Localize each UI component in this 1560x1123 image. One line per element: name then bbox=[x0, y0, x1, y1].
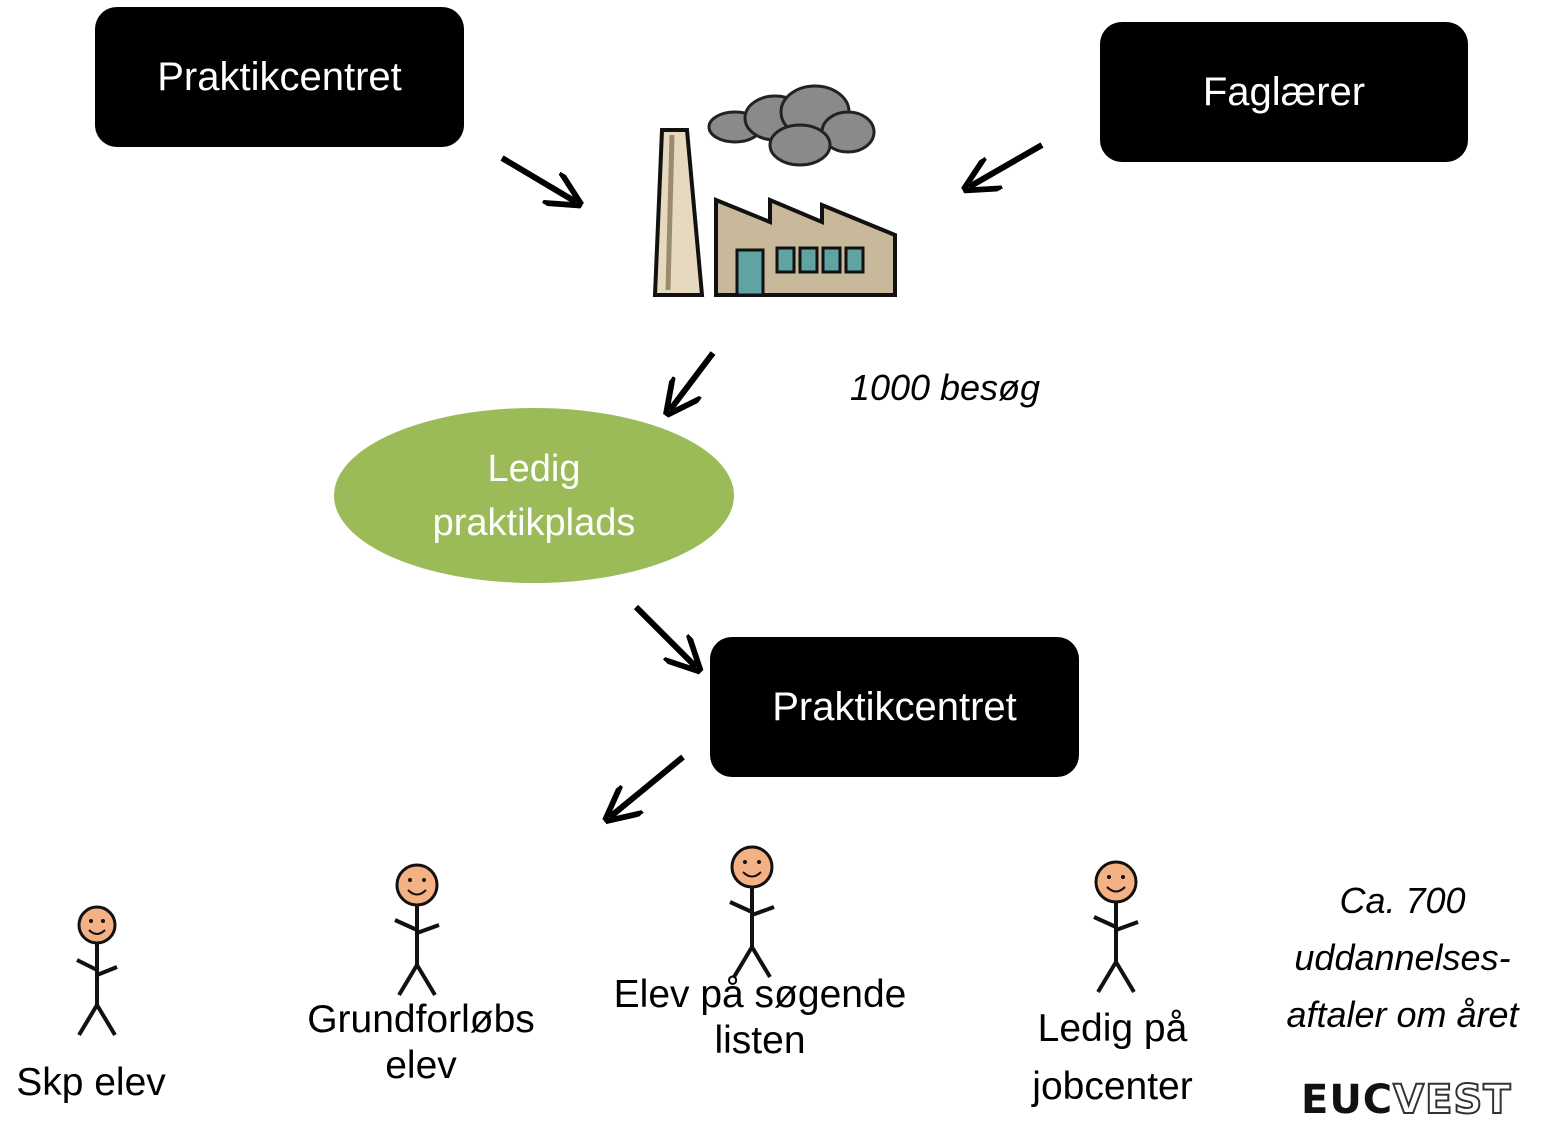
visits-annotation: 1000 besøg bbox=[849, 367, 1041, 408]
person-icon bbox=[729, 845, 775, 979]
person-label-grundforlobs: Grundforløbs elev bbox=[285, 997, 557, 1089]
person-icon bbox=[1093, 860, 1139, 994]
faglaerer-label: Faglærer bbox=[1202, 69, 1366, 114]
logo-part1: EUC bbox=[1301, 1077, 1394, 1123]
arrow-faglaerer-to-factory bbox=[969, 142, 1044, 187]
agreements-line1: Ca. 700 bbox=[1339, 880, 1466, 921]
praktikcentret-middle-label: Praktikcentret bbox=[772, 684, 1017, 729]
factory-window-icon bbox=[821, 246, 842, 274]
praktikcentret-middle-box: Praktikcentret bbox=[710, 637, 1079, 777]
person-label-skp-elev: Skp elev bbox=[0, 1060, 182, 1106]
ellipse-line2: praktikplads bbox=[432, 501, 636, 544]
arrow-opening-to-praktikcentret bbox=[633, 604, 696, 667]
agreements-line2: uddannelses- bbox=[1294, 937, 1511, 978]
person-label-line2: listen bbox=[714, 1019, 806, 1062]
eucvest-logo: EUCVEST bbox=[1301, 1076, 1512, 1123]
logo-part2: VEST bbox=[1392, 1076, 1512, 1123]
person-label-line2: elev bbox=[385, 1044, 457, 1087]
arrow-praktikcentret-to-factory bbox=[500, 155, 576, 202]
ledig-praktikplads-ellipse: Ledig praktikplads bbox=[334, 408, 734, 583]
person-label-jobcenter: Ledig på jobcenter bbox=[1000, 1000, 1225, 1116]
person-icon bbox=[76, 905, 118, 1037]
agreements-annotation: Ca. 700 uddannelses- aftaler om året bbox=[1265, 872, 1540, 1043]
person-label-soegende: Elev på søgende listen bbox=[595, 972, 925, 1064]
person-label-line1: Grundforløbs bbox=[307, 998, 535, 1041]
factory-window-icon bbox=[798, 246, 819, 274]
factory-window-icon bbox=[844, 246, 865, 274]
praktikcentret-top-label: Praktikcentret bbox=[157, 54, 402, 99]
person-label-line2: jobcenter bbox=[1032, 1065, 1193, 1108]
person-icon bbox=[394, 863, 440, 997]
smoke-icon bbox=[707, 84, 876, 167]
factory-window-icon bbox=[775, 246, 796, 274]
person-label-line1: Skp elev bbox=[16, 1061, 166, 1104]
factory-door-icon bbox=[735, 248, 765, 297]
faglaerer-box: Faglærer bbox=[1100, 22, 1468, 162]
agreements-line3: aftaler om året bbox=[1286, 994, 1519, 1035]
arrow-factory-to-opening bbox=[670, 351, 716, 410]
person-label-line1: Elev på søgende bbox=[613, 973, 907, 1016]
factory-icon bbox=[652, 84, 897, 297]
ellipse-line1: Ledig bbox=[487, 447, 581, 490]
arrow-praktikcentret-to-people bbox=[610, 754, 685, 817]
chimney-icon bbox=[652, 128, 705, 297]
person-label-line1: Ledig på bbox=[1037, 1007, 1188, 1050]
praktikcentret-top-box: Praktikcentret bbox=[95, 7, 464, 147]
